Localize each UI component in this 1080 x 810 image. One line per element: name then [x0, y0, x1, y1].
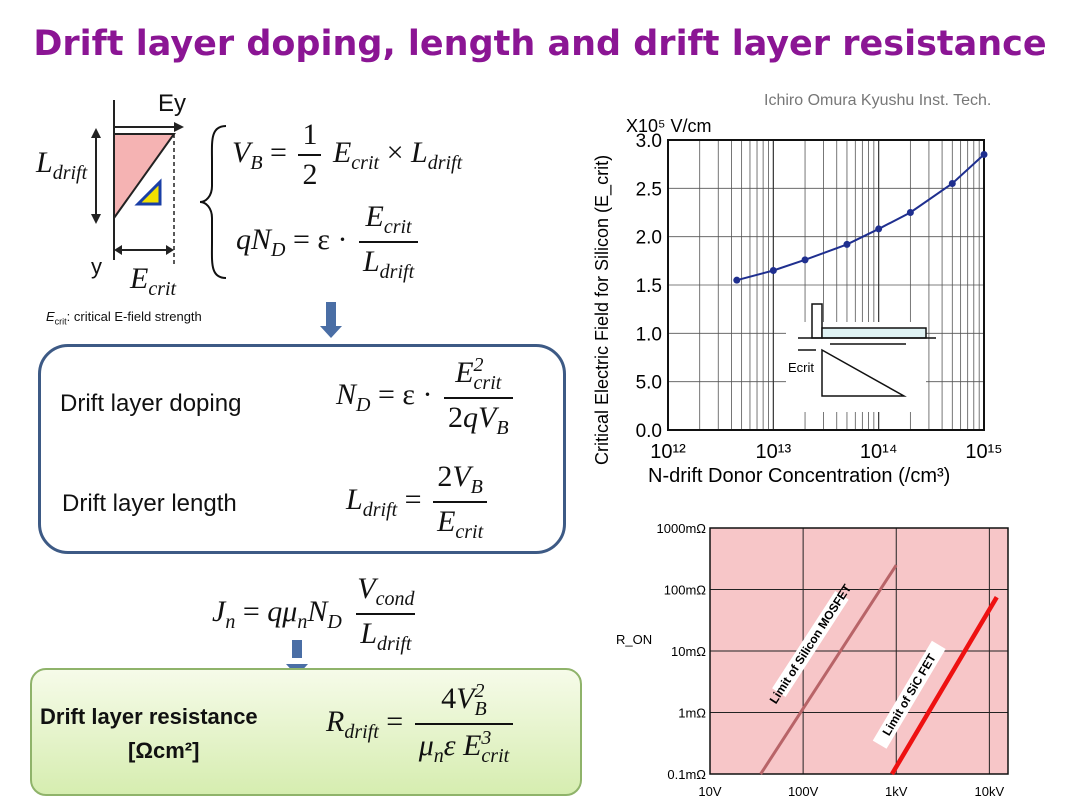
x-tick-label: 1kV: [885, 784, 908, 799]
inset-diagram: Ecrit: [786, 303, 936, 412]
down-arrow-icon-2: [286, 640, 308, 676]
length-label: Drift layer length: [62, 490, 237, 517]
x-tick-label: 10¹⁵: [965, 441, 1002, 463]
data-point: [843, 240, 851, 248]
data-point: [948, 180, 956, 187]
critical-field-chart: 10¹² 10¹³ 10¹⁴ 10¹⁵ 0.0 5.0 1.0 1.5 2.0 2.5 3.0 X1…: [592, 116, 1003, 487]
slide-title: Drift layer doping, length and drift lay…: [33, 24, 1047, 64]
x-tick-label: 10kV: [975, 784, 1005, 799]
ldrift-arrowhead-bottom: [91, 214, 101, 224]
y-tick-label: 0.0: [636, 421, 662, 442]
limit-line: [890, 596, 999, 776]
y-tick-label: 2.5: [636, 179, 662, 200]
ldrift-label: Ldrift: [36, 146, 88, 184]
y-unit-label: X10⁵ V/cm: [626, 116, 712, 136]
data-point: [875, 225, 883, 233]
ecrit-arrowhead-left: [114, 245, 122, 255]
y-tick-label: 10mΩ: [671, 644, 706, 659]
series-line: [736, 153, 985, 282]
limit-line: [759, 564, 898, 775]
y-tick-label: 2.0: [636, 228, 662, 249]
down-arrow-icon: [320, 302, 342, 338]
y-tick-label: 100mΩ: [664, 583, 707, 598]
resistance-panel: [30, 668, 582, 796]
x-axis-label: N-drift Donor Concentration (/cm³): [648, 465, 950, 487]
x-tick-label: 10¹⁴: [860, 441, 898, 463]
y-tick-label: 1000mΩ: [657, 521, 707, 536]
ecrit-label: Ecrit: [130, 262, 177, 300]
inset-gate: [811, 303, 823, 339]
inset-triangle: [821, 348, 907, 397]
data-point: [980, 151, 988, 158]
x-tick-label: 10¹²: [650, 441, 686, 463]
slope-triangle-icon: [134, 178, 162, 206]
resistance-unit: [Ωcm²]: [128, 738, 200, 763]
ey-arrowhead: [174, 122, 184, 132]
limit-label-bg: [872, 640, 946, 749]
resistance-label: Drift layer resistance: [40, 704, 258, 729]
data-point: [733, 276, 741, 284]
inset-drift: [821, 327, 927, 339]
credit-text: Ichiro Omura Kyushu Inst. Tech.: [764, 92, 992, 109]
x-tick-label: 10V: [698, 784, 721, 799]
ron-plot-frame: [709, 527, 1009, 775]
ecrit-arrowhead-right: [166, 245, 174, 255]
y-axis-label: Critical Electric Field for Silicon (E_c…: [592, 155, 613, 465]
doping-label: Drift layer doping: [60, 390, 242, 417]
ey-label: Ey: [158, 90, 187, 117]
limit-label-bg: [772, 590, 849, 697]
y-tick-label: 1.5: [636, 276, 662, 297]
inset-label: Ecrit: [788, 360, 814, 375]
y-label: y: [91, 254, 102, 279]
field-diagram: [91, 100, 184, 264]
y-tick-label: 1.0: [636, 324, 662, 345]
y-tick-label: 5.0: [636, 373, 662, 394]
brace-icon: [199, 125, 227, 279]
y-tick-label: 0.1mΩ: [667, 767, 706, 782]
ecrit-note: Ecrit: critical E-field strength: [46, 309, 202, 327]
x-tick-label: 100V: [788, 784, 819, 799]
ron-y-label: R_ON: [616, 632, 652, 647]
data-point: [769, 267, 777, 274]
ldrift-arrowhead-top: [91, 128, 101, 138]
data-point: [801, 256, 809, 264]
x-tick-label: 10¹³: [756, 441, 792, 463]
y-tick-label: 3.0: [636, 131, 662, 152]
doping-length-panel: [38, 344, 566, 554]
data-point: [906, 209, 914, 216]
plot-frame: [667, 139, 985, 431]
y-tick-label: 1mΩ: [678, 706, 706, 721]
